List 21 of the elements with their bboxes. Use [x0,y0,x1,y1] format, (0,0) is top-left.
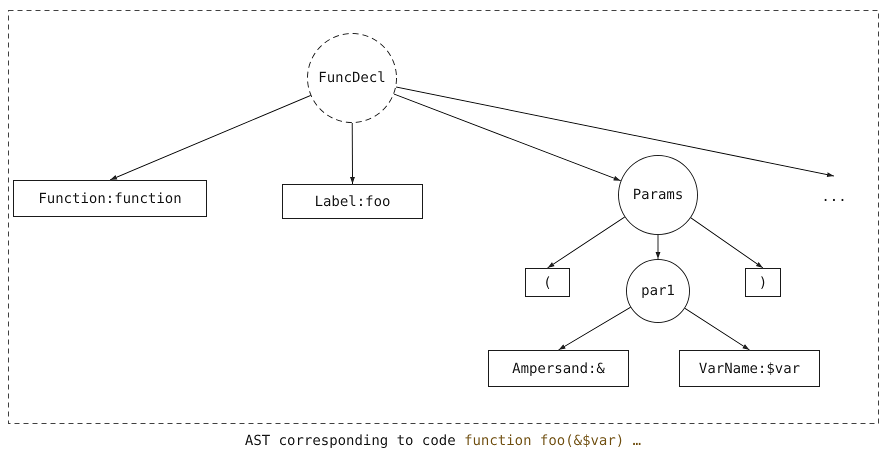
arrow [684,308,750,350]
arrow [350,122,355,184]
tree-node-box: Label:foo [282,184,423,219]
arrow [110,94,312,180]
arrow [690,217,764,268]
arrow [394,94,622,182]
arrow [656,234,660,260]
tree-node-box: Ampersand:& [488,350,629,387]
arrow [547,216,626,268]
tree-node-box: ) [745,268,781,297]
arrow [396,86,834,177]
tree-node-circle: par1 [626,259,690,323]
arrow [558,306,631,350]
figure-caption: AST corresponding to code [244,433,456,449]
code-snippet: function foo(&$var) … [464,433,642,449]
tree-node-circle: FuncDecl [307,33,397,123]
ellipsis-text: ... [812,186,856,208]
tree-node-box: ( [525,268,570,297]
tree-node-box: Function:function [13,180,207,217]
tree-node-box: VarName:$var [679,350,820,387]
tree-node-circle: Params [618,155,698,235]
